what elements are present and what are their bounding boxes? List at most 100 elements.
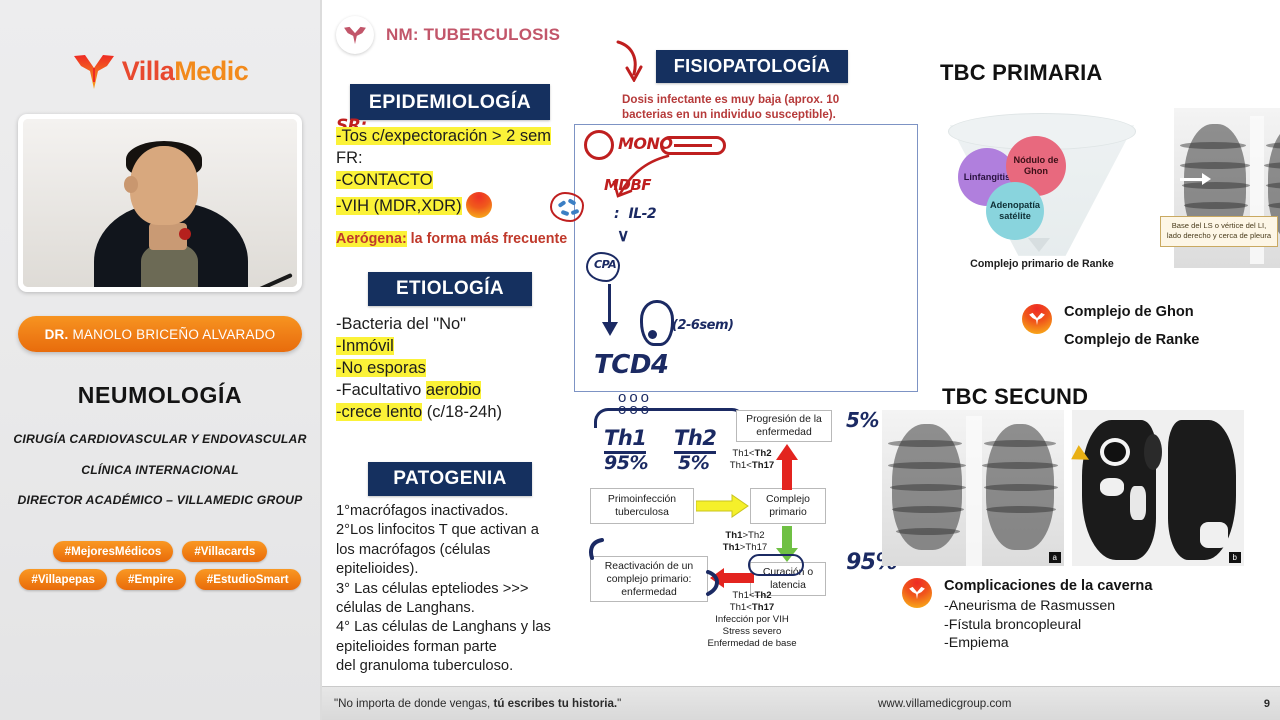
flow-box-reactivacion: Reactivación de un complejo primario: en… [590, 556, 708, 602]
etiologia-text: -Bacteria del "No" -Inmóvil -No esporas … [336, 314, 606, 424]
pathogenesis-flow-diagram: Progresión de la enfermedad Primoinfecci… [590, 410, 900, 649]
ct-cavity-lesion [1100, 438, 1130, 466]
hashtag-pill[interactable]: #Empire [116, 569, 186, 591]
footer-quote-a: "No importa de donde vengas, [334, 697, 494, 710]
bullet-complejo-ranke: Complejo de Ranke [1064, 332, 1200, 348]
hashtag-pill[interactable]: #MejoresMédicos [52, 541, 174, 563]
etio-line-4b: aerobio [425, 380, 481, 399]
epi-line-4: -VIH (MDR,XDR) [336, 196, 462, 215]
video-frame [23, 119, 297, 287]
section-banner-epidemiologia: EPIDEMIOLOGÍA [350, 84, 550, 120]
xray-label-a: a [1048, 552, 1061, 563]
chest-xray-secundaria-a: a [882, 410, 1064, 566]
handwriting-th1-pct: 95% [604, 452, 648, 474]
flow-label-left-1-bold: Th2 [754, 590, 772, 601]
lapel-badge [179, 227, 192, 240]
complications-title: Complicaciones de la caverna [944, 578, 1153, 594]
handwriting-mono: MONO [618, 134, 673, 153]
footer-page-number: 9 [1263, 697, 1270, 710]
aerogena-key: Aerógena: [336, 230, 407, 247]
pato-line: 3° Las células epteliodes >>> [336, 580, 529, 597]
footer-quote: "No importa de donde vengas, tú escribes… [334, 697, 621, 710]
brand-logo-group: VillaMedic [72, 52, 249, 90]
etio-line-5b: (c/18-24h) [422, 402, 503, 421]
footer-url[interactable]: www.villamedicgroup.com [878, 697, 1012, 710]
presenter-name-badge: DR. MANOLO BRICEÑO ALVARADO [18, 316, 302, 352]
flow-arrow-green-down [776, 526, 798, 562]
sketch-cell-dot [570, 208, 580, 216]
pato-line: 4° Las células de Langhans y las [336, 619, 551, 636]
pato-line: epitelioides). [336, 561, 419, 578]
flow-label-down-1-bold: Th1 [725, 530, 743, 541]
pato-line: epitelioides forman parte [336, 638, 497, 655]
xray-rib [1266, 182, 1280, 189]
sketch-bacillus-line [674, 144, 712, 147]
aerogena-value: la forma más frecuente [406, 230, 568, 247]
handwriting-tcd4: TCD4 [594, 350, 669, 380]
xray-rib [984, 484, 1058, 491]
chest-ct-secundaria-b: b [1072, 410, 1244, 566]
course-title: NEUMOLOGÍA [77, 382, 243, 408]
sketch-cell-dot [557, 200, 567, 208]
flow-box-primoinfeccion: Primoinfección tuberculosa [590, 488, 694, 524]
epidemiologia-text: -Tos c/expectoración > 2 sem FR: -CONTAC… [336, 126, 606, 249]
section-banner-patogenia: PATOGENIA [368, 462, 532, 496]
credentials-list: CIRUGÍA CARDIOVASCULAR Y ENDOVASCULAR CL… [13, 431, 306, 523]
ranke-funnel-diagram: Linfangitis Nódulo de Ghon Adenopatía sa… [944, 110, 1140, 262]
ct-vessel [1130, 486, 1146, 520]
sketch-down-arrowhead [602, 322, 618, 336]
xray-rib [984, 440, 1056, 447]
pato-line: células de Langhans. [336, 600, 475, 617]
flow-arrow-red-up [776, 444, 798, 490]
presenter-video-thumbnail[interactable] [18, 114, 302, 292]
xray-rib [1184, 202, 1248, 209]
sketch-bacillus-rod [660, 136, 726, 155]
handwriting-il2: : IL-2 [614, 206, 657, 222]
xray-lung-left [892, 424, 962, 550]
xray-rib [896, 528, 960, 535]
complication-item: -Empiema [944, 635, 1009, 652]
xray-rib [888, 462, 966, 469]
flow-label-left-2-bold: Th17 [751, 601, 775, 613]
epi-line-3: -CONTACTO [336, 170, 433, 189]
xray-rib [892, 506, 964, 513]
hashtag-pill[interactable]: #Villacards [182, 541, 268, 563]
fisiopatologia-drawing-box [574, 124, 918, 392]
hashtag-pill[interactable]: #Villapepas [19, 569, 107, 591]
credential-line: CLÍNICA INTERNACIONAL [81, 462, 239, 477]
xray-pointer-line [1180, 178, 1206, 181]
section-banner-fisiopatologia: FISIOPATOLOGÍA [656, 50, 848, 83]
il2-text: IL-2 [628, 206, 657, 222]
presenter-ear [124, 176, 139, 193]
ct-opacity-right [1200, 522, 1228, 548]
sketch-macrophage-cell [550, 192, 584, 222]
doctor-name: MANOLO BRICEÑO ALVARADO [72, 326, 276, 342]
villamedic-phoenix-logo-icon [72, 52, 116, 90]
handwriting-th1: Th1 [604, 426, 647, 454]
circle-adenopatia-satelite: Adenopatía satélite [986, 182, 1044, 240]
slide-content: NM: TUBERCULOSIS EPIDEMIOLOGÍA SR: -Tos … [322, 0, 1280, 686]
xray-spine [966, 416, 982, 566]
xray-rib [890, 484, 966, 491]
etio-line-2: -Inmóvil [336, 336, 394, 355]
complication-item: -Fístula broncopleural [944, 616, 1082, 633]
bullet-complejo-ghon: Complejo de Ghon [1064, 304, 1194, 320]
xray-lung-right [1268, 124, 1280, 242]
hashtag-pill[interactable]: #EstudioSmart [194, 569, 301, 591]
handwriting-prog-pct: 5% [846, 408, 879, 432]
presenter-face [129, 145, 199, 225]
sketch-lymphocyte-nucleus [648, 330, 657, 339]
flow-label-left-3: Infección por VIH [715, 613, 789, 625]
brand-text-villa: Villa [121, 55, 175, 86]
handwriting-mdbf: MDBF [604, 176, 652, 194]
flow-box-curacion-latencia: Curación o latencia [750, 562, 826, 596]
xray-rib [1182, 182, 1250, 189]
ct-mediastinum [1144, 434, 1162, 470]
ranke-caption: Complejo primario de Ranke [970, 258, 1114, 270]
pato-line: del granuloma tuberculoso. [336, 658, 514, 675]
epi-line-2: FR: [336, 148, 363, 167]
handwriting-red-arrow-2 [612, 154, 670, 198]
brand-text-medic: Medic [174, 55, 249, 86]
xray-rib [1268, 202, 1280, 209]
slide-header: NM: TUBERCULOSIS [336, 16, 560, 54]
